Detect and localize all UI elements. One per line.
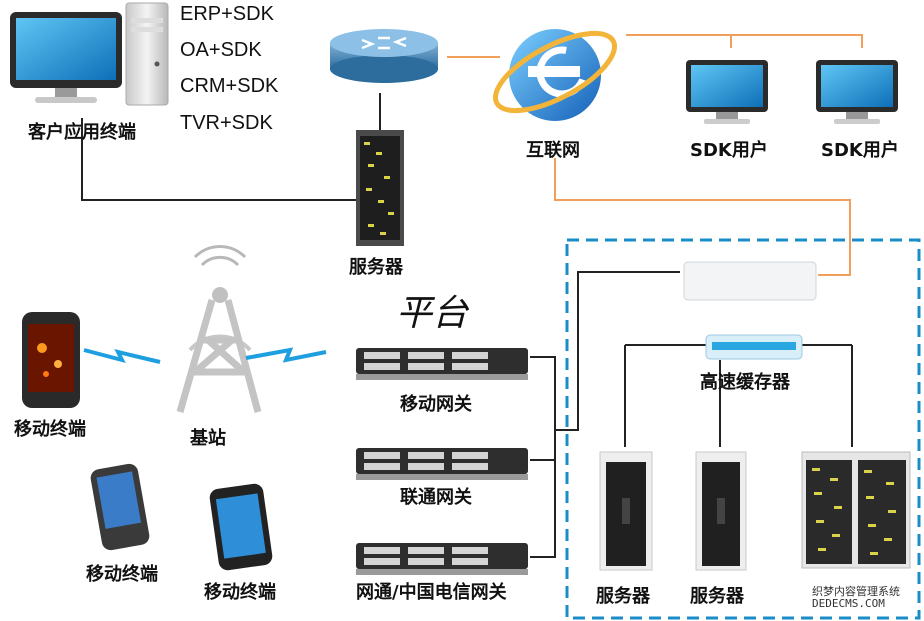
platform-title: 平台: [396, 293, 469, 334]
gateway-telecom-icon: [356, 543, 528, 575]
client-app-tvr: TVR+SDK: [180, 112, 273, 134]
gateway-bus-line: [530, 356, 556, 558]
internet-links: [447, 34, 863, 276]
wireless-signal-left: [83, 348, 161, 364]
base-station-tower-icon: [176, 244, 262, 413]
client-desktop-icon: [10, 12, 122, 103]
gateway-unicom-icon: [356, 448, 528, 480]
sdk-user-label-2: SDK用户: [821, 140, 899, 161]
base-station-label: 基站: [190, 428, 226, 449]
watermark-line-2: DEDECMS.COM: [812, 597, 885, 611]
platform-region: [565, 238, 921, 620]
client-app-oa: OA+SDK: [180, 39, 262, 61]
wireless-signal-right: [245, 347, 327, 363]
mobile-terminal-label-1: 移动终端: [14, 419, 86, 440]
gateway-unicom-label: 联通网关: [400, 487, 472, 508]
mobile-terminal-label-2: 移动终端: [86, 564, 158, 585]
mobile-terminal-label-3: 移动终端: [204, 582, 276, 603]
internet-label: 互联网: [526, 140, 580, 161]
server-bottom-label-2: 服务器: [690, 586, 744, 607]
client-app-crm: CRM+SDK: [180, 75, 279, 97]
client-app-erp: ERP+SDK: [180, 3, 274, 25]
sdk-user-monitor-2: [816, 60, 898, 124]
mobile-phone-3-icon: [209, 483, 273, 571]
server-bottom-label-1: 服务器: [596, 586, 650, 607]
sdk-user-label-1: SDK用户: [690, 140, 768, 161]
mobile-phone-2-icon: [90, 463, 150, 551]
gateway-telecom-label: 网通/中国电信网关: [356, 582, 507, 603]
gateway-mobile-icon: [356, 348, 528, 380]
tower-server-2-icon: [695, 451, 747, 571]
client-terminal-label: 客户应用终端: [28, 122, 136, 143]
cache-label: 高速缓存器: [700, 372, 790, 393]
cache-device-icon: [705, 334, 803, 360]
client-to-server-line: [81, 118, 356, 201]
router-icon: [330, 29, 438, 83]
switch-appliance-icon: [683, 261, 817, 301]
mobile-phone-1-icon: [22, 312, 80, 408]
bus-to-switch-line: [555, 271, 680, 431]
server-top-label: 服务器: [349, 257, 403, 278]
rack-server-top-icon: [356, 130, 404, 246]
watermark: 织梦内容管理系统 DEDECMS.COM: [812, 585, 900, 611]
client-tower-icon: [125, 2, 169, 106]
server-cluster-icon: [801, 451, 911, 569]
watermark-line-1: 织梦内容管理系统: [812, 585, 900, 598]
tower-server-1-icon: [599, 451, 653, 571]
gateway-mobile-label: 移动网关: [400, 394, 472, 415]
internet-e-icon: [492, 29, 618, 121]
sdk-user-monitor-1: [686, 60, 768, 124]
